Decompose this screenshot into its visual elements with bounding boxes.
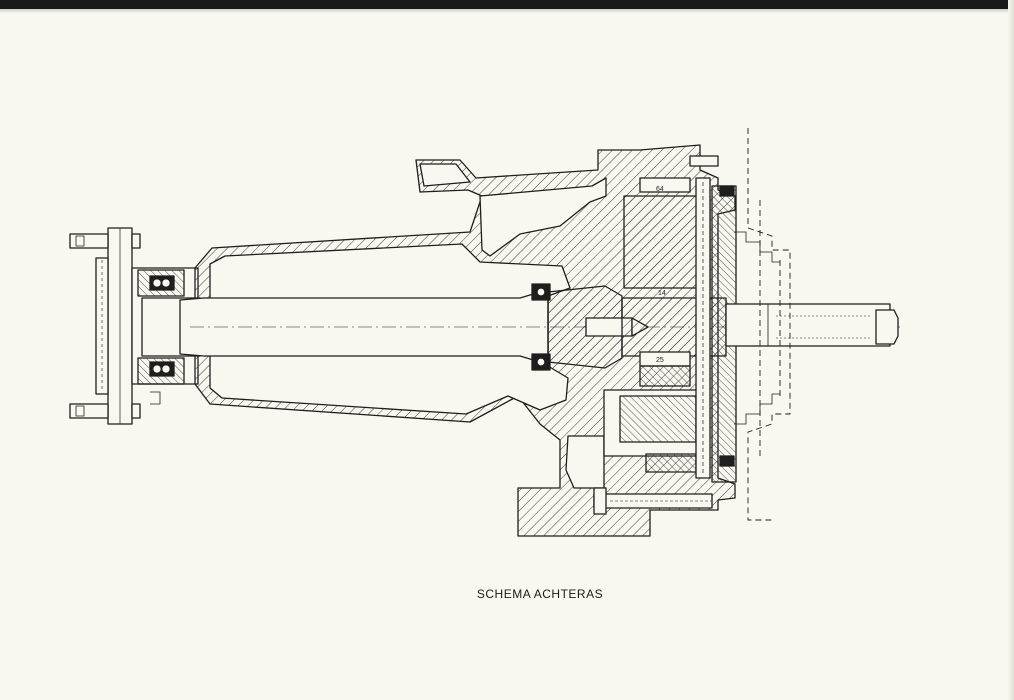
drawing-caption: SCHEMA ACHTERAS (476, 587, 604, 601)
dimension-label-25: 25 (656, 357, 664, 364)
wheel-studs (69, 233, 141, 419)
scan-top-shadow (0, 9, 1014, 13)
dimension-label-14: 14 (658, 290, 666, 297)
gearbox-teeth (734, 231, 780, 425)
scan-top-border (0, 0, 1014, 9)
mounting-bolt (593, 487, 713, 515)
hub-flange (95, 227, 133, 425)
dimension-label-64: 64 (656, 186, 664, 193)
scan-right-edge (1008, 0, 1014, 700)
output-shaft (725, 303, 899, 347)
hub-bearings (131, 267, 201, 405)
